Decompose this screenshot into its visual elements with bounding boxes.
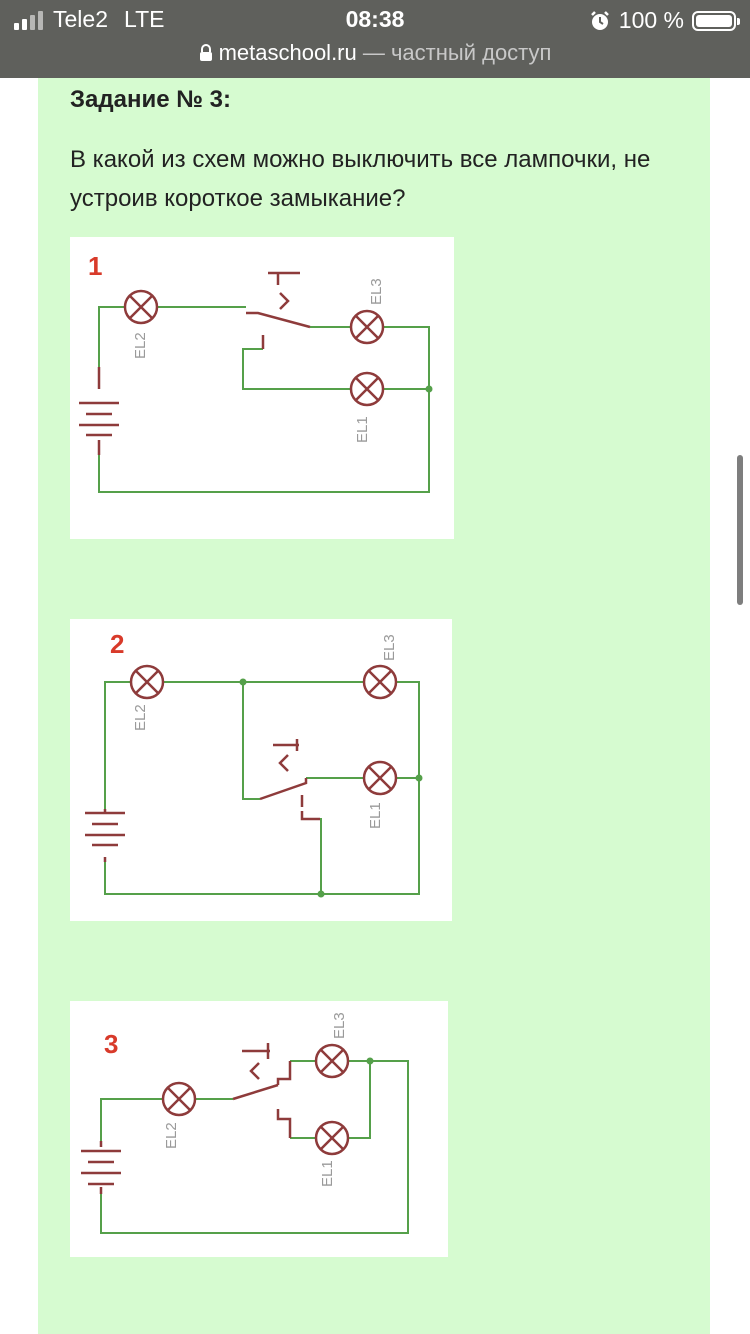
label-el3: EL3 [368, 278, 385, 305]
lamp-el3 [362, 664, 398, 700]
battery-percent: 100 % [618, 7, 684, 33]
lamp-el2 [161, 1081, 197, 1117]
label-el3: EL3 [331, 1012, 348, 1039]
status-bar: Tele2 LTE 08:38 100 % metaschool.ru — ча… [0, 0, 750, 78]
lamp-el1 [314, 1120, 350, 1156]
lamp-el1 [349, 371, 385, 407]
battery-icon [692, 10, 740, 31]
carrier-group: Tele2 LTE [14, 6, 164, 33]
label-el1: EL1 [367, 802, 384, 829]
battery-group: 100 % [589, 7, 740, 34]
diagram-number: 2 [110, 629, 124, 659]
label-el2: EL2 [163, 1122, 180, 1149]
switch-symbol [259, 739, 320, 821]
address-suffix: — частный доступ [356, 40, 552, 65]
label-el1: EL1 [354, 416, 371, 443]
circuit-diagram-3: 3 EL2 EL3 EL1 [70, 1001, 448, 1257]
alarm-icon [590, 10, 609, 30]
switch-symbol [232, 1043, 292, 1138]
lamp-el2 [123, 289, 159, 325]
lamp-el2 [129, 664, 165, 700]
circuit-diagram-2: 2 EL2 EL3 EL1 [70, 619, 452, 921]
battery-symbol [85, 809, 125, 862]
label-el3: EL3 [381, 634, 398, 661]
switch-symbol [246, 271, 311, 349]
label-el1: EL1 [319, 1160, 336, 1187]
battery-symbol [79, 367, 119, 455]
network-type: LTE [123, 6, 165, 32]
lock-icon [199, 44, 212, 61]
label-el2: EL2 [132, 704, 149, 731]
diagram-number: 3 [104, 1029, 118, 1059]
address-bar[interactable]: metaschool.ru — частный доступ [0, 40, 750, 70]
lamp-el3 [314, 1043, 350, 1079]
clock: 08:38 [345, 6, 405, 32]
address-host: metaschool.ru [218, 40, 357, 65]
label-el2: EL2 [132, 332, 149, 359]
scrollbar-thumb[interactable] [737, 455, 743, 605]
diagram-number: 1 [88, 251, 102, 281]
battery-symbol [81, 1141, 121, 1194]
task-question: В какой из схем можно выключить все ламп… [70, 146, 651, 212]
circuit-diagram-1: 1 EL2 EL3 EL1 [70, 237, 454, 539]
lamp-el3 [349, 309, 385, 345]
carrier-name: Tele2 [53, 6, 108, 32]
signal-icon [14, 10, 43, 30]
lamp-el1 [362, 760, 398, 796]
task-title: Задание № 3: [70, 86, 231, 113]
